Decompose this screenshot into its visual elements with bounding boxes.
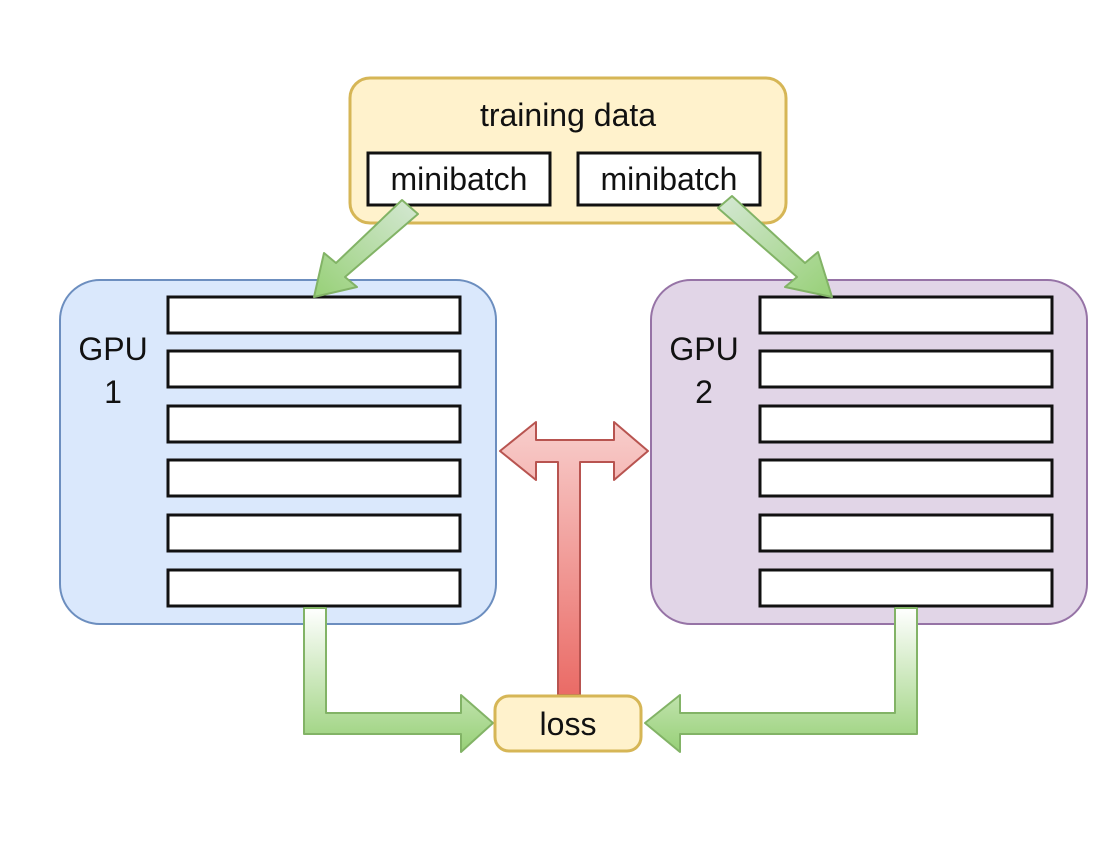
minibatch-box-1 — [366, 151, 552, 207]
gpu-1-layers — [166, 295, 462, 608]
gpu-1-layer — [166, 513, 462, 553]
gpu-2-layer — [758, 568, 1054, 608]
gpu-1-to-loss-arrow — [303, 607, 494, 753]
training-data-box: training data minibatch minibatch — [348, 76, 788, 225]
minibatch-to-gpu-2-arrow — [717, 195, 833, 298]
minibatch-to-gpu-1-arrow — [313, 199, 419, 298]
gpu-2-layer — [758, 513, 1054, 553]
minibatch-box-2 — [576, 151, 762, 207]
gpu-1-box: GPU 1 — [59, 279, 497, 625]
loss-box: loss — [493, 694, 643, 753]
gpu-1-layer — [166, 458, 462, 498]
gpu-2-label-line1: GPU — [669, 331, 738, 367]
training-data-title: training data — [480, 97, 656, 133]
gpu-2-layer — [758, 458, 1054, 498]
loss-container — [493, 694, 643, 753]
gpu-2-label-line2: 2 — [695, 374, 713, 410]
gpu-2-layer — [758, 404, 1054, 444]
loss-to-gpus-split-arrow — [499, 421, 649, 696]
gpu-1-label-line1: GPU — [78, 331, 147, 367]
loss-label: loss — [540, 706, 597, 742]
gpu-1-layer — [166, 349, 462, 389]
gpu-2-layer — [758, 295, 1054, 335]
gpu-2-layers — [758, 295, 1054, 608]
gpu-2-box: GPU 2 — [650, 279, 1088, 625]
gpu-2-layer — [758, 349, 1054, 389]
gpu-1-label-line2: 1 — [104, 374, 122, 410]
gpu-2-to-loss-arrow — [644, 607, 918, 753]
gpu-1-layer — [166, 568, 462, 608]
gpu-1-layer — [166, 404, 462, 444]
minibatch-label-2: minibatch — [601, 161, 738, 197]
gpu-1-layer — [166, 295, 462, 335]
minibatch-label-1: minibatch — [391, 161, 528, 197]
